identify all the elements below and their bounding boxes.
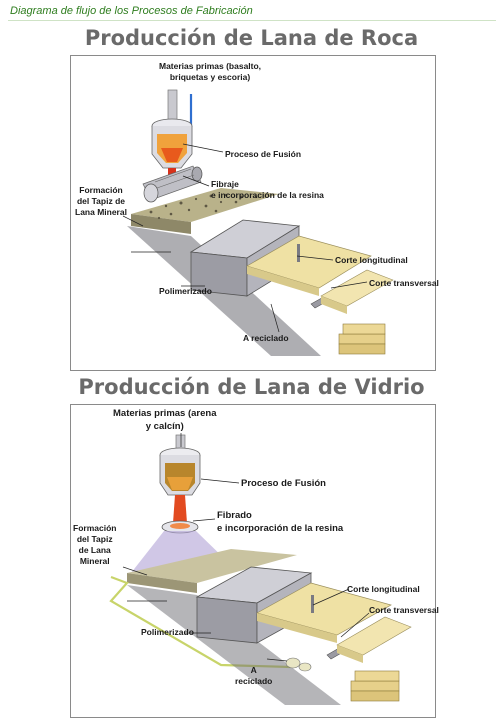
rock-wool-illustration [122,89,394,356]
cut-slabs [320,269,394,314]
fiber-label: Fibraje e incorporación de la resina [211,179,324,200]
page-caption: Diagrama de flujo de los Procesos de Fab… [10,5,253,17]
fiber-label: Fibrado e incorporación de la resina [217,510,344,534]
rock-wool-title: Producción de Lana de Roca [84,26,419,50]
polymerized-label: Polimerizado [141,627,194,637]
transversal-cut-label: Corte transversal [369,278,439,288]
mat-formation-label: Formación del Tapiz de Lana Mineral [73,523,117,566]
product-stack [338,323,386,355]
melt-stream [173,495,187,523]
rock-wool-diagram: Materias primas (basalto, briquetas y es… [70,55,439,371]
fusion-label: Proceso de Fusión [225,149,302,159]
glass-wool-title: Producción de Lana de Vidrio [78,375,425,399]
recycle-chopper [285,657,312,672]
feed-pipe [167,89,178,121]
recycled-label: A reciclado [235,665,273,686]
longitudinal-saw [297,244,300,262]
recycled-label: A reciclado [243,333,289,343]
polymerized-label: Polimerizado [159,286,212,296]
glass-wool-illustration [109,433,412,705]
wool-mat [131,188,279,234]
mat-formation-label: Formación del Tapiz de Lana Mineral [75,185,127,217]
fiberizing-spinner [161,520,199,534]
longitudinal-cut-label: Corte longitudinal [347,584,420,594]
leader-lines [122,143,368,333]
product-stack [350,670,400,702]
furnace [159,447,201,496]
longitudinal-cut-label: Corte longitudinal [335,255,408,265]
materials-label: Materias primas (arena y calcín) [113,408,217,432]
conveyor-belt [127,585,341,705]
transversal-cut-label: Corte transversal [369,605,439,615]
product-slab [256,582,392,643]
cut-slabs [336,616,412,663]
furnace [151,118,193,169]
glass-wool-diagram: Materias primas (arena y calcín) Proceso… [70,404,439,718]
spinner-wheels [142,165,203,203]
leader-lines [122,433,370,662]
wool-mat [127,549,297,593]
header-divider [8,20,496,21]
longitudinal-saw [311,595,314,613]
materials-label: Materias primas (basalto, briquetas y es… [159,61,262,82]
fusion-label: Proceso de Fusión [241,478,326,489]
product-slab [246,235,372,296]
